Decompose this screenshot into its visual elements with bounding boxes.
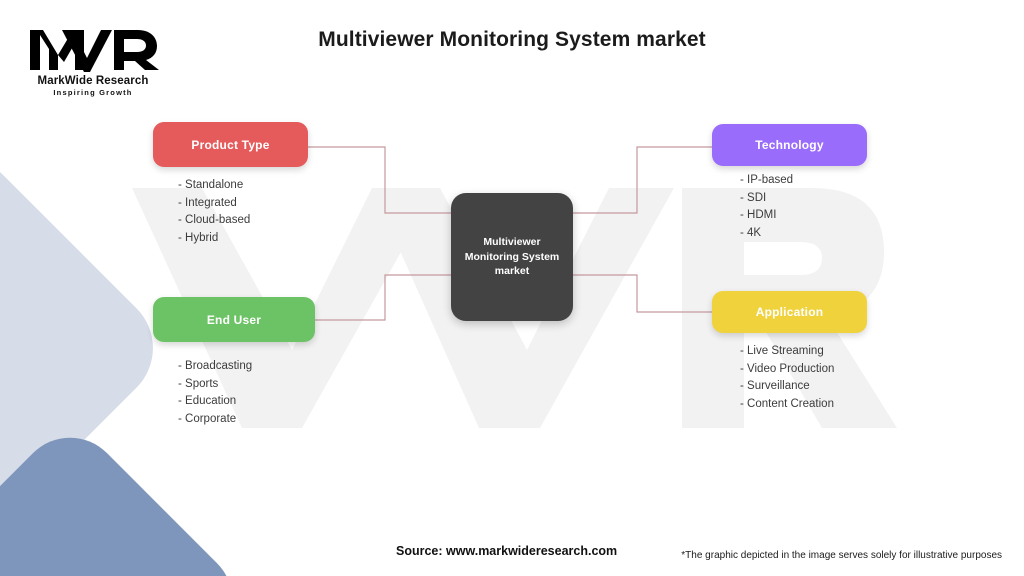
connector-product-type: [308, 146, 452, 214]
list-item: - Standalone: [178, 179, 244, 191]
connector-end-user: [315, 274, 452, 321]
branch-list-application: - Live Streaming - Video Production - Su…: [740, 343, 834, 413]
branch-label-technology: Technology: [755, 138, 824, 152]
list-item: - Corporate: [178, 412, 237, 425]
branch-list-end-user: - Broadcasting - Sports - Education - Co…: [178, 358, 252, 428]
branch-list-technology: - IP-based - SDI - HDMI - 4K: [740, 172, 793, 242]
list-item: - Surveillance: [740, 380, 810, 392]
source-text: Source: www.markwideresearch.com: [396, 544, 618, 558]
branch-label-application: Application: [755, 305, 824, 319]
list-item: - Education: [178, 395, 237, 407]
connector-application: [572, 274, 712, 313]
list-item: - Cloud-based: [178, 214, 251, 226]
mwr-monogram-icon: [30, 30, 159, 72]
list-item: - 4K: [740, 226, 762, 239]
list-item: - Sports: [178, 377, 219, 390]
list-item: - Integrated: [178, 196, 237, 209]
list-item: - Hybrid: [178, 231, 219, 244]
logo-tagline: Inspiring Growth: [53, 88, 133, 97]
list-item: - IP-based: [740, 174, 794, 186]
center-line-2: Monitoring System: [464, 250, 560, 263]
list-item: - Content Creation: [740, 397, 834, 410]
branch-label-end-user: End User: [206, 312, 262, 327]
branch-node-product-type[interactable]: Product Type: [153, 122, 308, 167]
center-line-3: market: [494, 265, 530, 278]
disclaimer-text: *The graphic depicted in the image serve…: [681, 550, 1002, 561]
brand-logo: MarkWide Research Inspiring Growth: [18, 22, 168, 97]
center-node-label: Multiviewer Monitoring System market: [457, 235, 568, 279]
list-item: - SDI: [740, 191, 767, 204]
page-title: Multiviewer Monitoring System market: [318, 28, 706, 51]
list-item: - Live Streaming: [740, 345, 824, 357]
list-item: - Broadcasting: [178, 360, 253, 372]
logo-name: MarkWide Research: [37, 75, 149, 87]
list-item: - Video Production: [740, 362, 835, 375]
branch-list-product-type: - Standalone - Integrated - Cloud-based …: [178, 177, 250, 247]
branch-node-end-user[interactable]: End User: [153, 297, 315, 342]
list-item: - HDMI: [740, 209, 777, 221]
connector-technology: [572, 146, 712, 214]
branch-node-technology[interactable]: Technology: [712, 124, 867, 166]
center-node[interactable]: Multiviewer Monitoring System market: [451, 193, 573, 321]
branch-label-product-type: Product Type: [191, 137, 270, 152]
branch-node-application[interactable]: Application: [712, 291, 867, 333]
center-line-1: Multiviewer: [483, 236, 541, 249]
